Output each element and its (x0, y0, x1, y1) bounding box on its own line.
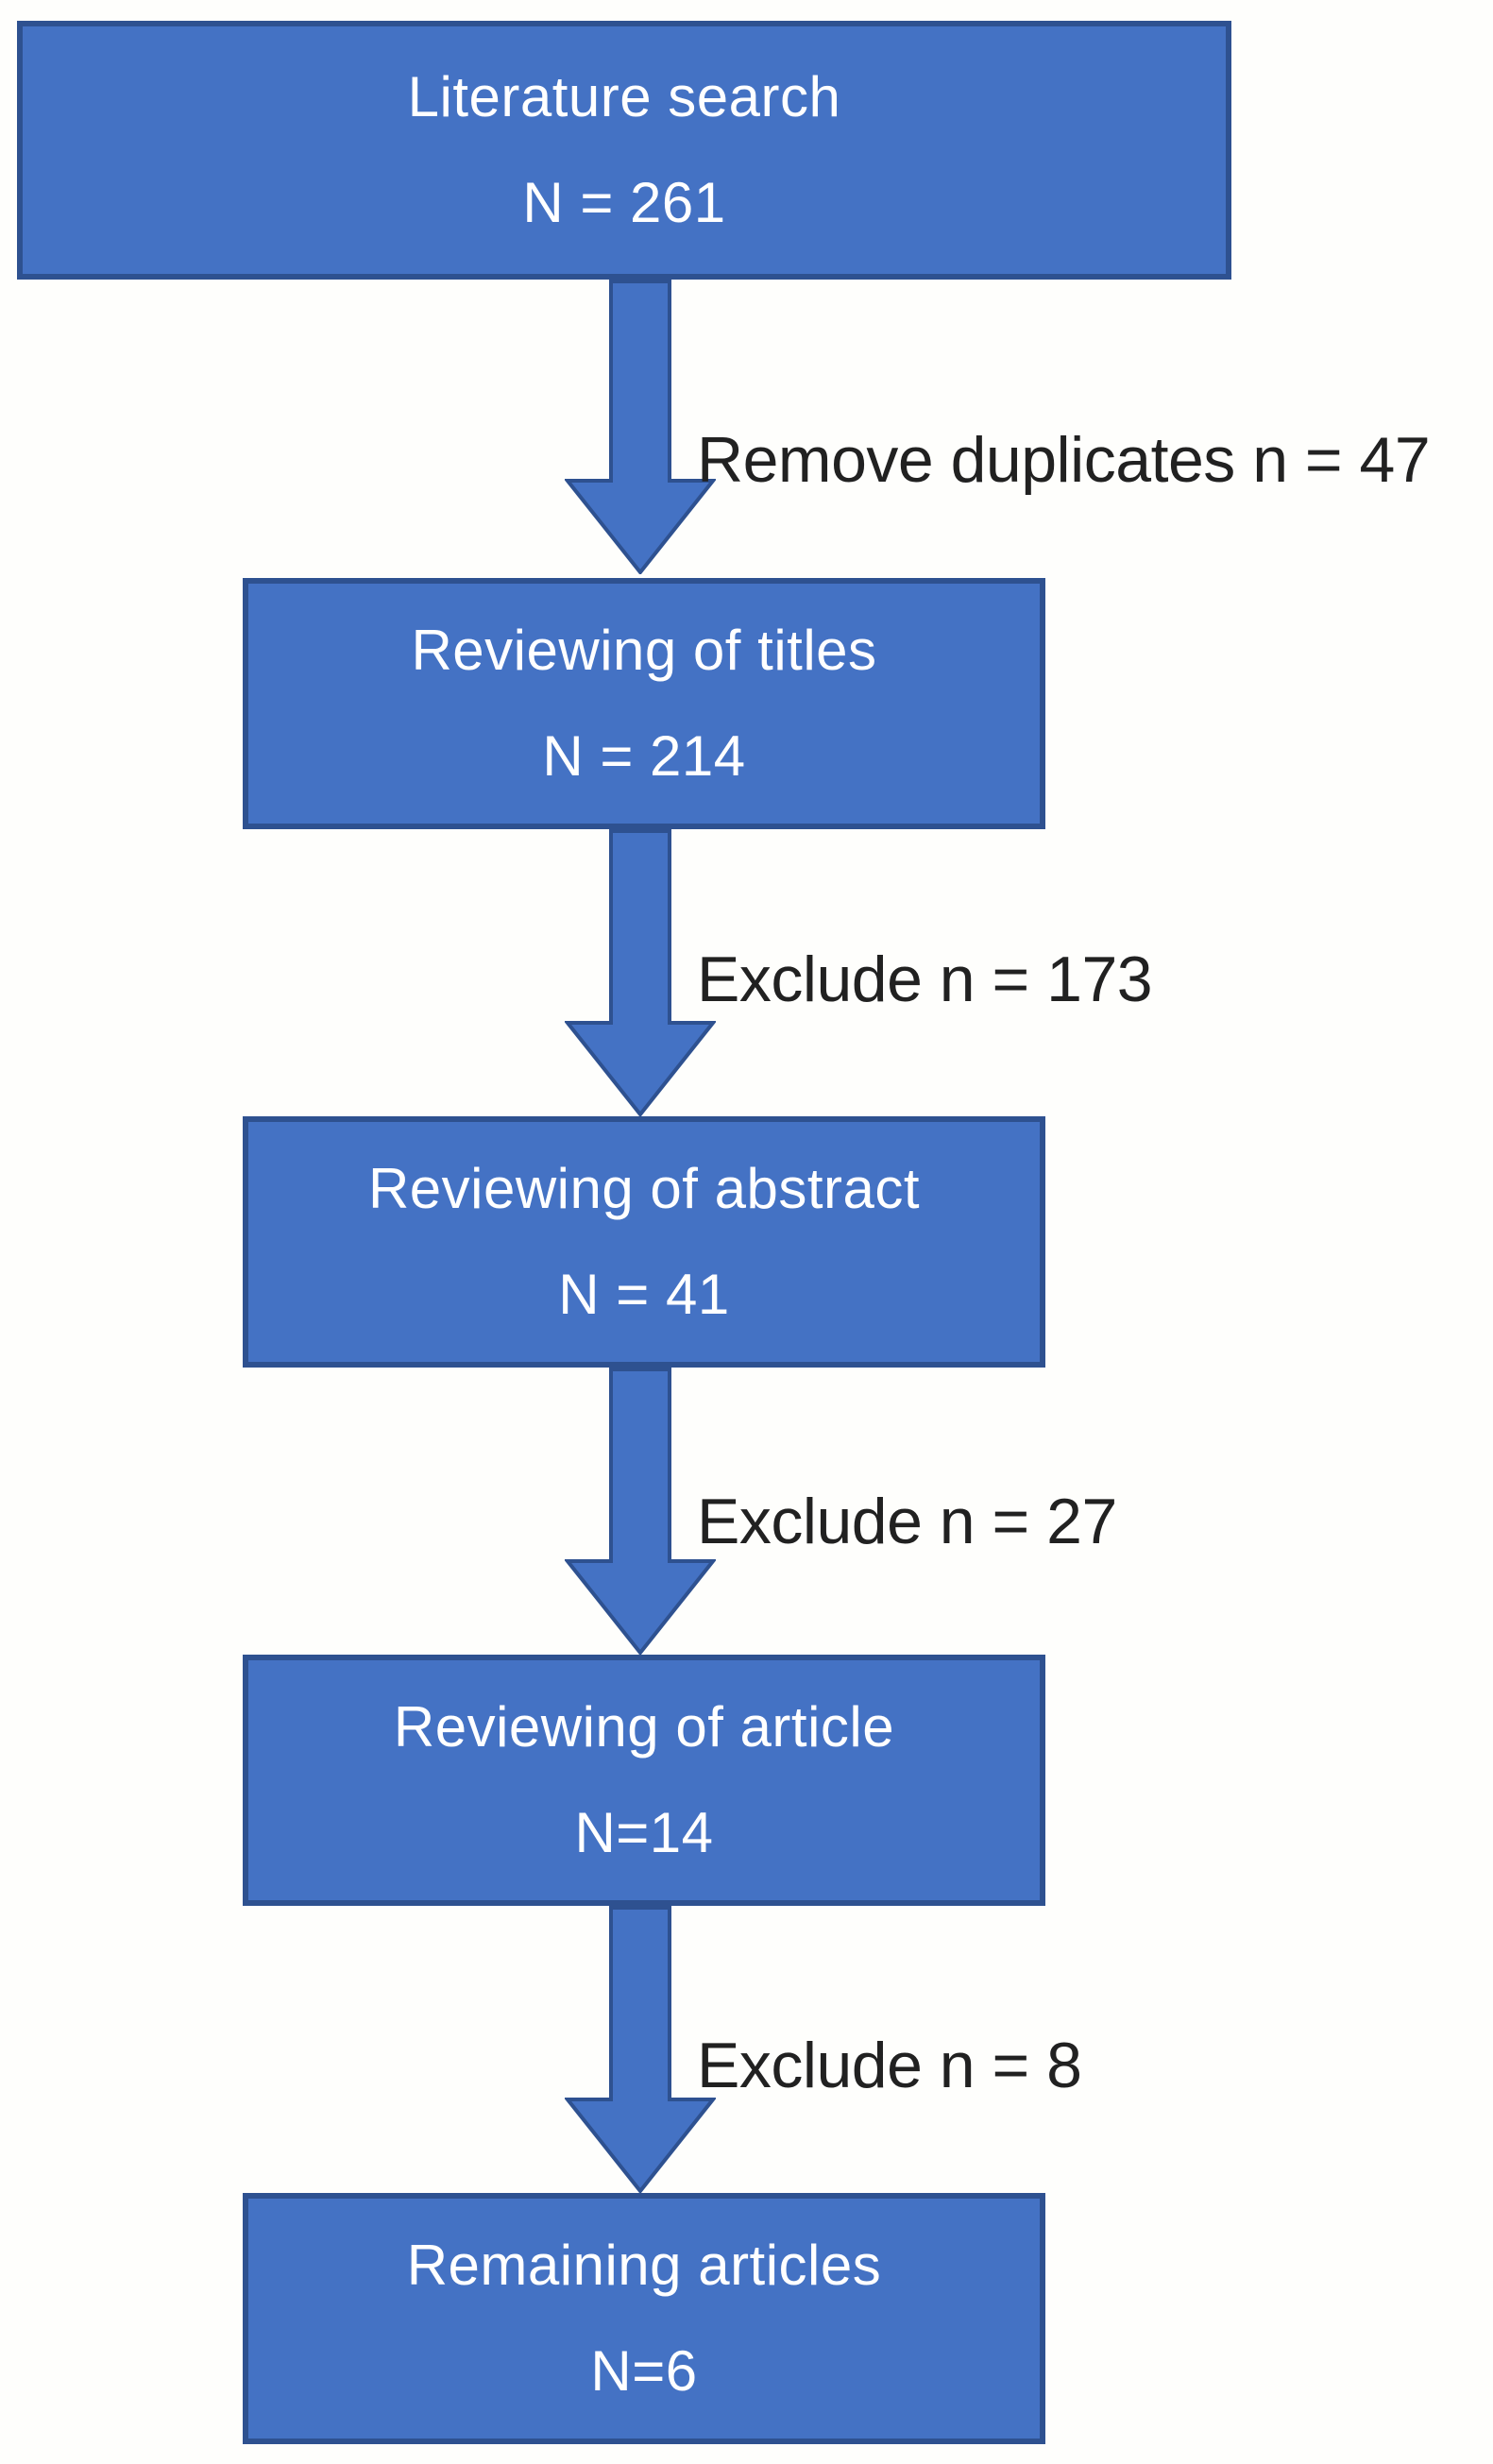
flow-box-title: Reviewing of article (393, 1695, 895, 1759)
flow-box-title: Reviewing of titles (411, 619, 877, 682)
arrow-down-icon (565, 1368, 716, 1655)
arrow-label-remove-duplicates: Remove duplicates n = 47 (697, 424, 1431, 496)
flow-box-reviewing-abstract: Reviewing of abstract N = 41 (243, 1116, 1045, 1368)
flow-box-title: Literature search (407, 65, 841, 128)
arrow-down-icon (565, 829, 716, 1116)
flow-box-literature-search: Literature search N = 261 (17, 21, 1231, 280)
flow-box-count: N = 261 (522, 171, 726, 234)
flow-box-count: N=6 (590, 2339, 698, 2403)
flow-box-count: N = 214 (542, 724, 746, 788)
flow-box-reviewing-article: Reviewing of article N=14 (243, 1655, 1045, 1906)
flow-box-title: Remaining articles (406, 2234, 882, 2297)
arrow-down-icon (565, 1906, 716, 2193)
flow-box-count: N=14 (574, 1801, 714, 1864)
arrow-down-icon (565, 280, 716, 574)
flow-box-title: Reviewing of abstract (367, 1157, 921, 1220)
arrow-label-exclude-abstract: Exclude n = 27 (697, 1486, 1117, 1557)
arrow-label-exclude-article: Exclude n = 8 (697, 2030, 1082, 2101)
flow-box-remaining-articles: Remaining articles N=6 (243, 2193, 1045, 2444)
arrow-label-exclude-titles: Exclude n = 173 (697, 943, 1153, 1015)
flow-box-reviewing-titles: Reviewing of titles N = 214 (243, 578, 1045, 829)
flow-box-count: N = 41 (558, 1263, 730, 1326)
